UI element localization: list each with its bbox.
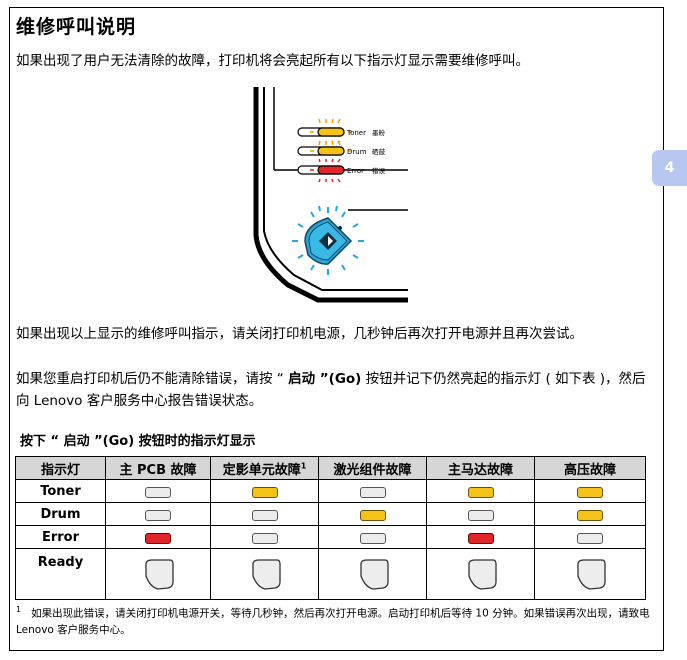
row-label: Ready: [15, 548, 106, 600]
restart-paragraph: 如果您重启打印机后仍不能清除错误，请按 “ 启动 ”(Go) 按钮并记下仍然亮起…: [16, 371, 646, 409]
drum-high-voltage-cell: [534, 502, 646, 526]
svg-text:硒鼓: 硒鼓: [372, 147, 386, 156]
toner-main-pcb-cell: [105, 479, 211, 503]
go-button-icon: [251, 559, 281, 590]
content-frame: [9, 7, 664, 651]
illus-toner-label: Toner: [346, 129, 366, 137]
go-button-icon: [577, 559, 606, 590]
svg-text:墨粉: 墨粉: [372, 128, 386, 137]
table-heading: 按下 “ 启动 ”(Go) 按钮时的指示灯显示: [20, 434, 256, 449]
led-yellow: [359, 509, 386, 521]
led-red: [467, 532, 494, 544]
drum-main-pcb-cell: [105, 502, 211, 526]
go-button-icon: [145, 559, 174, 590]
table-row-error: Error: [15, 525, 646, 549]
drum-main-motor-cell: [426, 502, 535, 526]
led-off: [251, 532, 278, 544]
drum-laser-cell: [318, 502, 427, 526]
toner-fuser-cell: [210, 479, 319, 503]
control-panel-illustration: Toner 墨粉 Drum 硒鼓 Error 错误: [248, 85, 408, 315]
illus-error-label: Error: [347, 167, 364, 175]
chapter-tab: 4: [652, 150, 687, 186]
header-footnote-marker: 1: [300, 461, 307, 471]
svg-text:错误: 错误: [372, 166, 386, 175]
footnote-text: 如果出现此错误，请关闭打印机电源开关，等待几秒钟，然后再次打开电源。启动打印机后…: [16, 607, 650, 636]
led-off: [251, 509, 278, 521]
go-button-name: 启动 ”(Go): [288, 371, 362, 387]
footnote-marker: 1: [16, 605, 22, 614]
error-main-motor-cell: [426, 525, 535, 549]
illus-toner-led: Toner 墨粉: [297, 118, 386, 146]
row-label: Toner: [15, 479, 106, 503]
error-fuser-cell: [210, 525, 319, 549]
ready-laser-cell: [318, 548, 427, 600]
ready-main-motor-cell: [426, 548, 535, 600]
go-button-icon: [467, 559, 497, 590]
led-yellow: [467, 486, 494, 498]
led-off: [145, 509, 171, 521]
header-main-pcb: 主 PCB 故障: [105, 456, 211, 480]
page-title: 维修呼叫说明: [16, 16, 137, 38]
led-yellow: [577, 486, 603, 498]
control-panel-svg: Toner 墨粉 Drum 硒鼓 Error 错误: [253, 87, 408, 303]
go-button-icon: [359, 559, 389, 590]
led-status-table: 指示灯 主 PCB 故障 定影单元故障1 激光组件故障 主马达故障 高压故障 T…: [15, 456, 646, 600]
led-red: [145, 532, 171, 544]
table-row-toner: Toner: [15, 479, 646, 503]
toner-laser-cell: [318, 479, 427, 503]
led-off: [145, 486, 171, 498]
error-high-voltage-cell: [534, 525, 646, 549]
intro-paragraph: 如果出现了用户无法清除的故障，打印机将会亮起所有以下指示灯显示需要维修呼叫。: [16, 53, 529, 69]
led-off: [577, 532, 603, 544]
service-call-paragraph: 如果出现以上显示的维修呼叫指示，请关闭打印机电源，几秒钟后再次打开电源并且再次尝…: [16, 326, 583, 342]
ready-main-pcb-cell: [105, 548, 211, 600]
illus-error-led: Error 错误: [297, 158, 386, 183]
table-row-ready: Ready: [15, 548, 646, 600]
table-header-row: 指示灯 主 PCB 故障 定影单元故障1 激光组件故障 主马达故障 高压故障: [15, 456, 646, 480]
led-yellow: [577, 509, 603, 521]
led-off: [359, 532, 386, 544]
ready-high-voltage-cell: [534, 548, 646, 600]
header-indicator: 指示灯: [15, 456, 106, 480]
header-laser: 激光组件故障: [318, 456, 427, 480]
error-laser-cell: [318, 525, 427, 549]
led-off: [359, 486, 386, 498]
header-main-motor: 主马达故障: [426, 456, 535, 480]
error-main-pcb-cell: [105, 525, 211, 549]
table-row-drum: Drum: [15, 502, 646, 526]
ready-fuser-cell: [210, 548, 319, 600]
toner-main-motor-cell: [426, 479, 535, 503]
go-button-illustration: [292, 205, 364, 275]
toner-high-voltage-cell: [534, 479, 646, 503]
drum-fuser-cell: [210, 502, 319, 526]
illus-drum-label: Drum: [347, 148, 367, 156]
led-yellow: [251, 486, 278, 498]
led-off: [467, 509, 494, 521]
header-high-voltage: 高压故障: [534, 456, 646, 480]
row-label: Error: [15, 525, 106, 549]
header-fuser: 定影单元故障1: [210, 456, 319, 480]
row-label: Drum: [15, 502, 106, 526]
illus-drum-led: Drum 硒鼓: [297, 140, 386, 156]
